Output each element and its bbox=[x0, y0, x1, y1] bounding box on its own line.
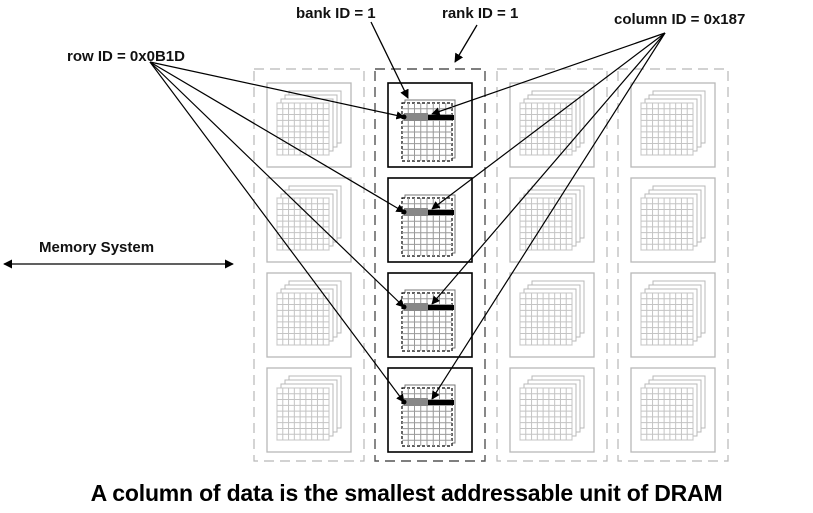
ranks-layer bbox=[253, 68, 729, 462]
cell-grid bbox=[640, 292, 694, 346]
rank-0 bbox=[253, 68, 365, 462]
row-arrow-2 bbox=[149, 61, 405, 308]
bank-arrow bbox=[370, 21, 409, 99]
subarray bbox=[640, 102, 694, 156]
rank-outline bbox=[617, 68, 729, 462]
rank-outline bbox=[253, 68, 365, 462]
selected-column bbox=[428, 210, 454, 215]
bank-3-0 bbox=[630, 82, 716, 168]
bank-3-2 bbox=[630, 272, 716, 358]
bank-id-label: bank ID = 1 bbox=[296, 5, 376, 22]
column-arrow-1 bbox=[431, 32, 666, 210]
cell-grid bbox=[276, 292, 330, 346]
selected-column bbox=[428, 400, 454, 405]
bank-1-0 bbox=[387, 82, 473, 168]
rank-3 bbox=[617, 68, 729, 462]
cell-grid bbox=[640, 197, 694, 251]
row-arrow-0 bbox=[149, 61, 405, 120]
subarray bbox=[519, 102, 573, 156]
bank-1-2 bbox=[387, 272, 473, 358]
caption: A column of data is the smallest address… bbox=[90, 480, 723, 506]
cell-grid bbox=[640, 387, 694, 441]
subarray bbox=[276, 387, 330, 441]
cell-grid bbox=[640, 102, 694, 156]
bank-1-1 bbox=[387, 177, 473, 263]
bank-3-1 bbox=[630, 177, 716, 263]
bank-0-1 bbox=[266, 177, 352, 263]
cell-grid bbox=[276, 102, 330, 156]
bank-2-2 bbox=[509, 272, 595, 358]
subarray bbox=[640, 387, 694, 441]
bank-0-2 bbox=[266, 272, 352, 358]
bank-0-3 bbox=[266, 367, 352, 453]
column-arrow-3 bbox=[431, 32, 666, 400]
column-arrow-0 bbox=[431, 32, 666, 116]
selected-row bbox=[404, 303, 428, 311]
cell-grid bbox=[519, 387, 573, 441]
row-id-label: row ID = 0x0B1D bbox=[67, 48, 185, 65]
bank-2-3 bbox=[509, 367, 595, 453]
column-id-label: column ID = 0x187 bbox=[614, 11, 745, 28]
dram-diagram: bank ID = 1 rank ID = 1 column ID = 0x18… bbox=[3, 5, 745, 462]
row-arrow-3 bbox=[149, 61, 405, 403]
bank-2-1 bbox=[509, 177, 595, 263]
subarray bbox=[276, 292, 330, 346]
subarray bbox=[519, 197, 573, 251]
cell-grid bbox=[519, 292, 573, 346]
subarray bbox=[276, 102, 330, 156]
cell-grid bbox=[276, 387, 330, 441]
cell-grid bbox=[519, 197, 573, 251]
rank-id-label: rank ID = 1 bbox=[442, 5, 518, 22]
bank-3-3 bbox=[630, 367, 716, 453]
selected-row bbox=[404, 208, 428, 216]
bank-0-0 bbox=[266, 82, 352, 168]
subarray bbox=[640, 197, 694, 251]
selected-column bbox=[428, 305, 454, 310]
selected-row bbox=[404, 113, 428, 121]
subarray bbox=[519, 387, 573, 441]
rank-2 bbox=[496, 68, 608, 462]
subarray bbox=[519, 292, 573, 346]
subarray bbox=[276, 197, 330, 251]
selected-row bbox=[404, 398, 428, 406]
row-arrow-1 bbox=[149, 61, 405, 213]
rank-outline bbox=[374, 68, 486, 462]
column-arrow-2 bbox=[431, 32, 666, 305]
subarray bbox=[640, 292, 694, 346]
selected-column bbox=[428, 115, 454, 120]
bank-1-3 bbox=[387, 367, 473, 453]
rank-arrow bbox=[454, 24, 478, 63]
rank-1 bbox=[374, 68, 486, 462]
arrows-layer bbox=[3, 21, 666, 403]
memory-system-label: Memory System bbox=[39, 239, 154, 256]
rank-outline bbox=[496, 68, 608, 462]
